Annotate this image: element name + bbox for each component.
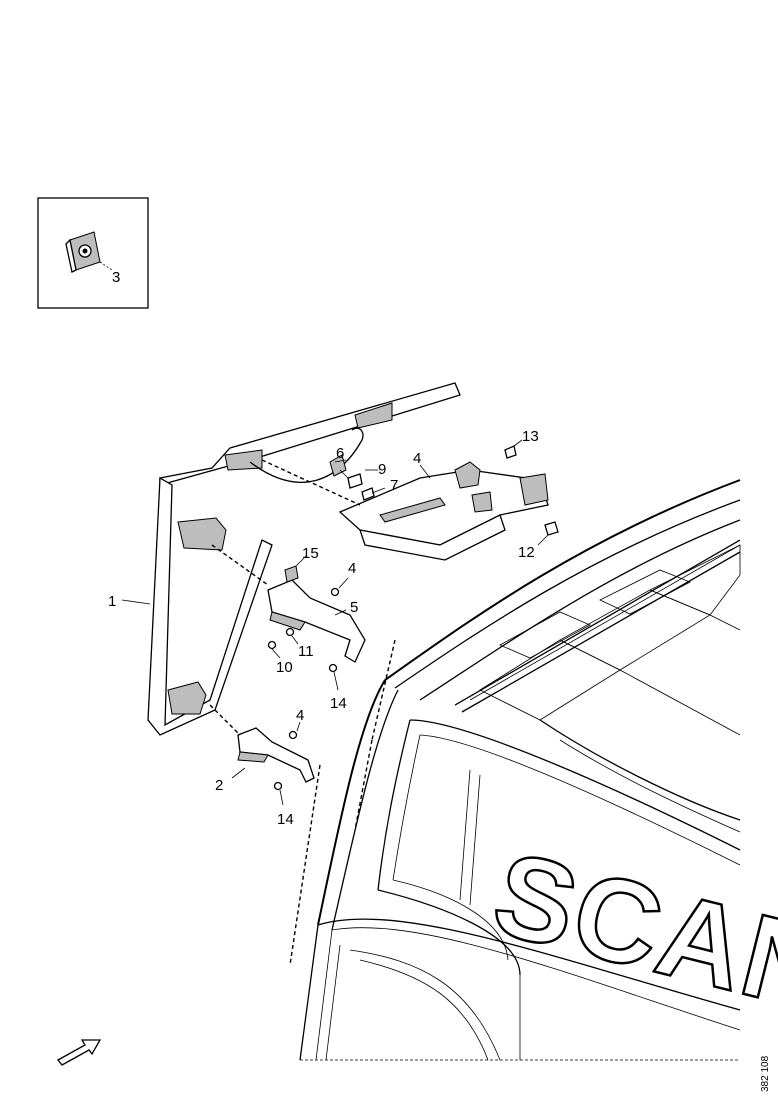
hardware-12-13: 13 12 <box>504 428 559 561</box>
label-5: 5 <box>350 599 358 616</box>
hardware-6-7-9: 6 9 7 <box>329 445 398 501</box>
clip-nut-icon <box>65 231 101 273</box>
label-12: 12 <box>518 544 535 561</box>
label-13: 13 <box>522 428 539 445</box>
part-2-bracket: 4 2 14 <box>215 707 315 828</box>
part-8-bracket: 4 <box>338 450 549 561</box>
label-11: 11 <box>298 643 314 660</box>
part-1-deflector: 1 <box>108 382 461 736</box>
label-4b: 4 <box>296 707 304 724</box>
direction-arrow-icon <box>57 1039 102 1066</box>
fitting-lines <box>209 459 396 966</box>
label-6: 6 <box>336 445 344 462</box>
label-14a: 14 <box>330 695 347 712</box>
label-15: 15 <box>302 545 319 562</box>
inset-detail: 3 <box>37 197 149 309</box>
label-10: 10 <box>276 659 293 676</box>
label-8: 4 <box>413 450 421 467</box>
drawing-code: 382 108 <box>760 1055 771 1092</box>
logo-text: SCAN <box>482 827 778 1038</box>
label-1: 1 <box>108 593 116 610</box>
label-4a: 4 <box>348 560 356 577</box>
label-7: 7 <box>390 477 398 494</box>
part-5-bracket: 15 4 5 10 11 14 <box>267 545 366 712</box>
label-14b: 14 <box>277 811 294 828</box>
label-3: 3 <box>112 269 120 286</box>
label-9: 9 <box>378 461 386 478</box>
cab-body: SCAN <box>299 479 778 1061</box>
label-2: 2 <box>215 777 223 794</box>
